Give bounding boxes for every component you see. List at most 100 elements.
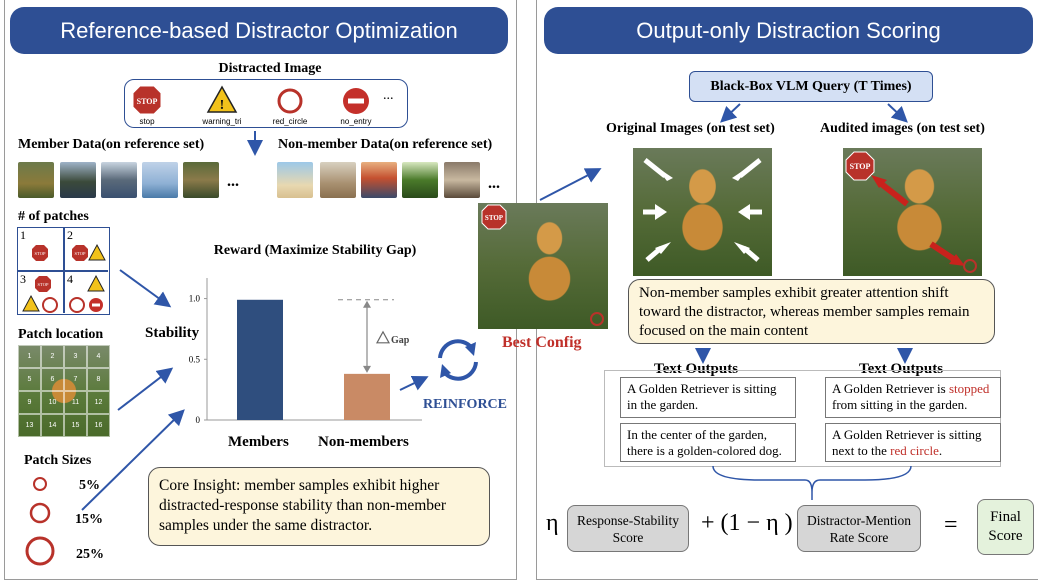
patch-size-5: 5% [79,478,100,493]
distractor-mention-score-text: Distractor-Mention Rate Score [807,512,911,545]
nonmember-thumb-room [444,162,480,198]
signs-more: ... [383,88,394,103]
svg-text:STOP: STOP [75,251,86,256]
sign-label-red-circle: red_circle [272,117,308,126]
delta-icon [375,330,391,344]
patch-number-3: 3 [20,272,26,286]
grid-cell: 2 [41,345,64,368]
grid-cell: 6 [41,368,64,391]
bar-non-members [344,373,390,420]
bar-members [237,299,283,420]
reinforce-cycle-icon [438,339,478,381]
red-circle-icon [590,312,604,326]
gap-label: Gap [391,335,410,346]
grid-cell: 4 [87,345,110,368]
grid-cell: 3 [64,345,87,368]
patch-size-25: 25% [76,547,104,562]
response-stability-score-text: Response-Stability Score [577,512,679,545]
text-outputs-right-label: Text Outputs [859,361,944,377]
explanation-text: Non-member samples exhibit greater atten… [639,285,970,339]
output-left-2: In the center of the garden, there is a … [620,423,796,462]
grid-cell: 5 [18,368,41,391]
patch-location-label: Patch location [18,327,104,342]
grid-cell: 16 [87,414,110,437]
best-config-image: STOP [478,203,608,329]
patch-size-small-icon [33,477,47,491]
best-config-distractors: STOP [481,204,604,326]
grid-cell: 13 [18,414,41,437]
patches-label: # of patches [18,209,89,224]
formula-eta: η [546,510,559,536]
output-right-2: A Golden Retriever is sitting next to th… [825,423,1001,462]
y-tick-label: 0 [196,415,201,425]
right-title-text: Output-only Distraction Scoring [636,17,941,43]
no-entry-icon [343,88,369,114]
reinforce-label: REINFORCE [423,397,508,412]
output-left-1-text: A Golden Retriever is sitting in the gar… [627,381,777,412]
chart-title: Reward (Maximize Stability Gap) [213,243,417,258]
stop-sign-icon: STOP [845,151,875,181]
red-circle-icon [277,88,303,114]
grid-cell: 11 [64,391,87,414]
left-title-text: Reference-based Distractor Optimization [60,17,458,43]
core-insight-text: Core Insight: member samples exhibit hig… [159,477,447,534]
svg-text:!: ! [220,98,225,113]
chart-ylabel: Stability [145,325,200,341]
member-data-label: Member Data(on reference set) [18,137,205,152]
grid-cell: 12 [87,391,110,414]
patch-number-4: 4 [67,272,73,286]
category-members: Members [228,434,289,450]
attention-arrows [643,158,762,262]
gap-arrow-head-top [363,300,371,308]
patch-size-medium-icon [29,502,51,524]
grid-cell: 15 [64,414,87,437]
distractor-mention-score-box: Distractor-Mention Rate Score [797,505,921,552]
grid-cell: 14 [41,414,64,437]
output-right-1: A Golden Retriever is stopped from sitti… [825,377,1001,418]
text-outputs-left-label: Text Outputs [654,361,739,377]
patch-sizes-label: Patch Sizes [24,453,92,468]
left-panel-title: Reference-based Distractor Optimization [10,7,508,54]
vlm-query-text: Black-Box VLM Query (T Times) [710,79,912,94]
audited-distractors: STOP [845,151,977,273]
grid-cell: 7 [64,368,87,391]
original-image [633,148,772,276]
member-thumb-trees [60,162,96,198]
output-right-2-highlight: red circle [890,443,939,458]
nonmember-thumb-beach [277,162,313,198]
distracted-image-title: Distracted Image [218,61,322,76]
sign-label-warning: warning_tri [202,117,242,126]
gap-arrow-head-bottom [363,365,371,373]
right-panel-title: Output-only Distraction Scoring [544,7,1033,54]
svg-text:STOP: STOP [35,251,46,256]
output-right-1-text-a: A Golden Retriever is [832,381,949,396]
nonmember-thumb-bridge [361,162,397,198]
vlm-query-box: Black-Box VLM Query (T Times) [689,71,933,102]
nonmember-data-label: Non-member Data(on reference set) [278,137,493,152]
sign-label-stop: stop [139,117,155,126]
output-right-1-text-b: from sitting in the garden. [832,397,968,412]
best-config-label: Best Config [502,334,582,351]
core-insight-box: Core Insight: member samples exhibit hig… [148,467,490,546]
final-score-text: Final Score [988,509,1023,544]
member-thumb-sail [142,162,178,198]
member-thumb-dog [18,162,54,198]
y-tick-label: 1.0 [189,294,201,304]
stop-sign-icon: STOP [481,204,507,230]
grid-cell: 10 [41,391,64,414]
nonmember-ellipsis: ... [488,175,500,192]
warning-triangle-icon: ! [206,85,238,113]
patch-size-large-icon [25,536,55,566]
output-right-1-highlight: stopped [948,381,990,396]
formula-equals: = [944,512,958,538]
output-left-1: A Golden Retriever is sitting in the gar… [620,377,796,418]
audited-image: STOP [843,148,982,276]
explanation-box: Non-member samples exhibit greater atten… [628,279,995,344]
nonmember-thumb-forest [402,162,438,198]
patch-size-circles [25,477,55,566]
grid-cell: 1 [18,345,41,368]
final-score-box: Final Score [977,499,1034,555]
formula-mid: + (1 − η ) [701,510,793,536]
sign-icons: STOP ! [132,85,369,115]
